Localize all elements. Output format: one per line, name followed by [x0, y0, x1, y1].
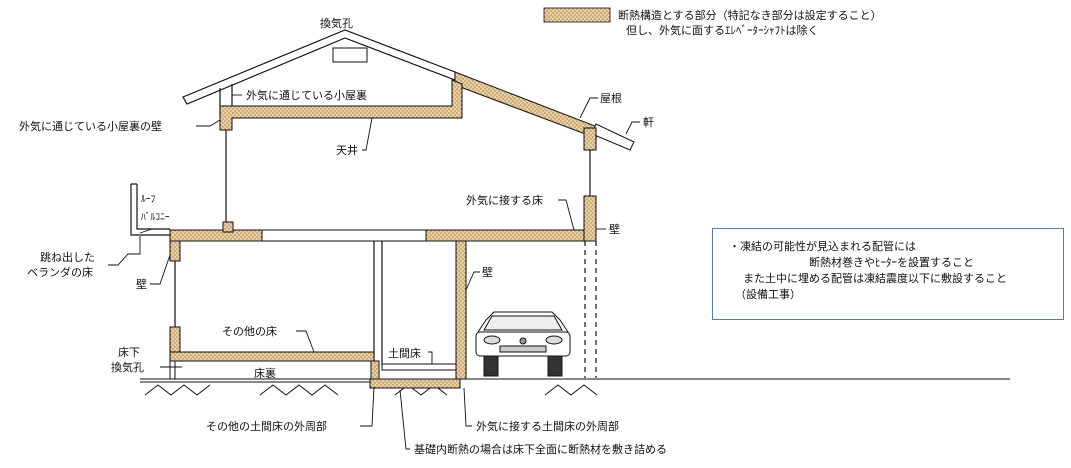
label-roof: 屋根	[600, 91, 622, 105]
note-line-2: 断熱材巻きやﾋｰﾀｰを設置すること	[809, 256, 974, 269]
label-attic-open: 外気に通じている小屋裏	[246, 88, 367, 102]
label-ext-earth-perimeter: 外気に接する土間床の外周部	[476, 419, 619, 433]
ground	[140, 378, 1010, 396]
note-line-4: （設備工事）	[735, 288, 801, 301]
legend-line1: 断熱構造とする部分（特記なき部分は設定すること）	[618, 8, 882, 22]
upper-walls	[225, 130, 591, 222]
label-attic-wall: 外気に通じている小屋裏の壁	[19, 119, 162, 133]
label-wall-right: 壁	[609, 222, 620, 236]
label-other-floor: その他の床	[222, 324, 277, 338]
legend-line2: 但し、外気に面するｴﾚﾍﾞｰﾀｰｼｬﾌﾄは除く	[626, 23, 819, 37]
label-earth-floor: 土間床	[388, 346, 421, 360]
label-ext-floor: 外気に接する床	[466, 193, 543, 207]
attic-vent	[332, 47, 368, 63]
eave-right	[591, 123, 635, 151]
car-illustration	[475, 311, 571, 377]
label-underfloor-vent-1: 床下	[118, 345, 140, 359]
label-ceiling: 天井	[336, 143, 358, 157]
note-line-1: ・凍結の可能性が見込まれる配管には	[729, 240, 916, 253]
label-foundation-note: 基礎内断熱の場合は床下全面に断熱材を敷き詰める	[414, 442, 667, 456]
label-roof-balcony-2: ﾊﾞﾙｺﾆｰ	[141, 212, 170, 223]
right-eave-wall-ins	[583, 127, 597, 151]
label-wall-center: 壁	[482, 265, 493, 279]
label-wall-left: 壁	[136, 277, 147, 291]
label-vent-hole: 換気孔	[320, 16, 353, 30]
ceiling-insulation	[219, 79, 463, 131]
label-underfloor-vent-2: 換気孔	[111, 360, 144, 374]
label-veranda-1: 跳ね出した	[40, 250, 95, 264]
roof-right-insulation	[454, 71, 601, 139]
label-other-earth-perimeter: その他の土間床の外周部	[206, 419, 327, 433]
legend-swatch	[543, 7, 611, 23]
label-veranda-2: ベランダの床	[27, 265, 93, 279]
label-floor-back: 床裏	[254, 366, 276, 380]
wall-center-ins	[455, 240, 467, 380]
label-roof-balcony-1: ﾙｰﾌ	[141, 194, 156, 205]
label-eaves: 軒	[643, 116, 654, 129]
ground-floor	[169, 326, 461, 389]
piping-note-box: ・凍結の可能性が見込まれる配管には 断熱材巻きやﾋｰﾀｰを設置すること また土中…	[712, 228, 1064, 320]
second-floor-slab	[169, 195, 597, 262]
roof-balcony	[130, 183, 170, 236]
leader-lines	[108, 94, 640, 450]
ground-walls	[174, 241, 597, 378]
note-line-3: また土中に埋める配管は凍結震度以下に敷設すること	[743, 272, 1007, 285]
